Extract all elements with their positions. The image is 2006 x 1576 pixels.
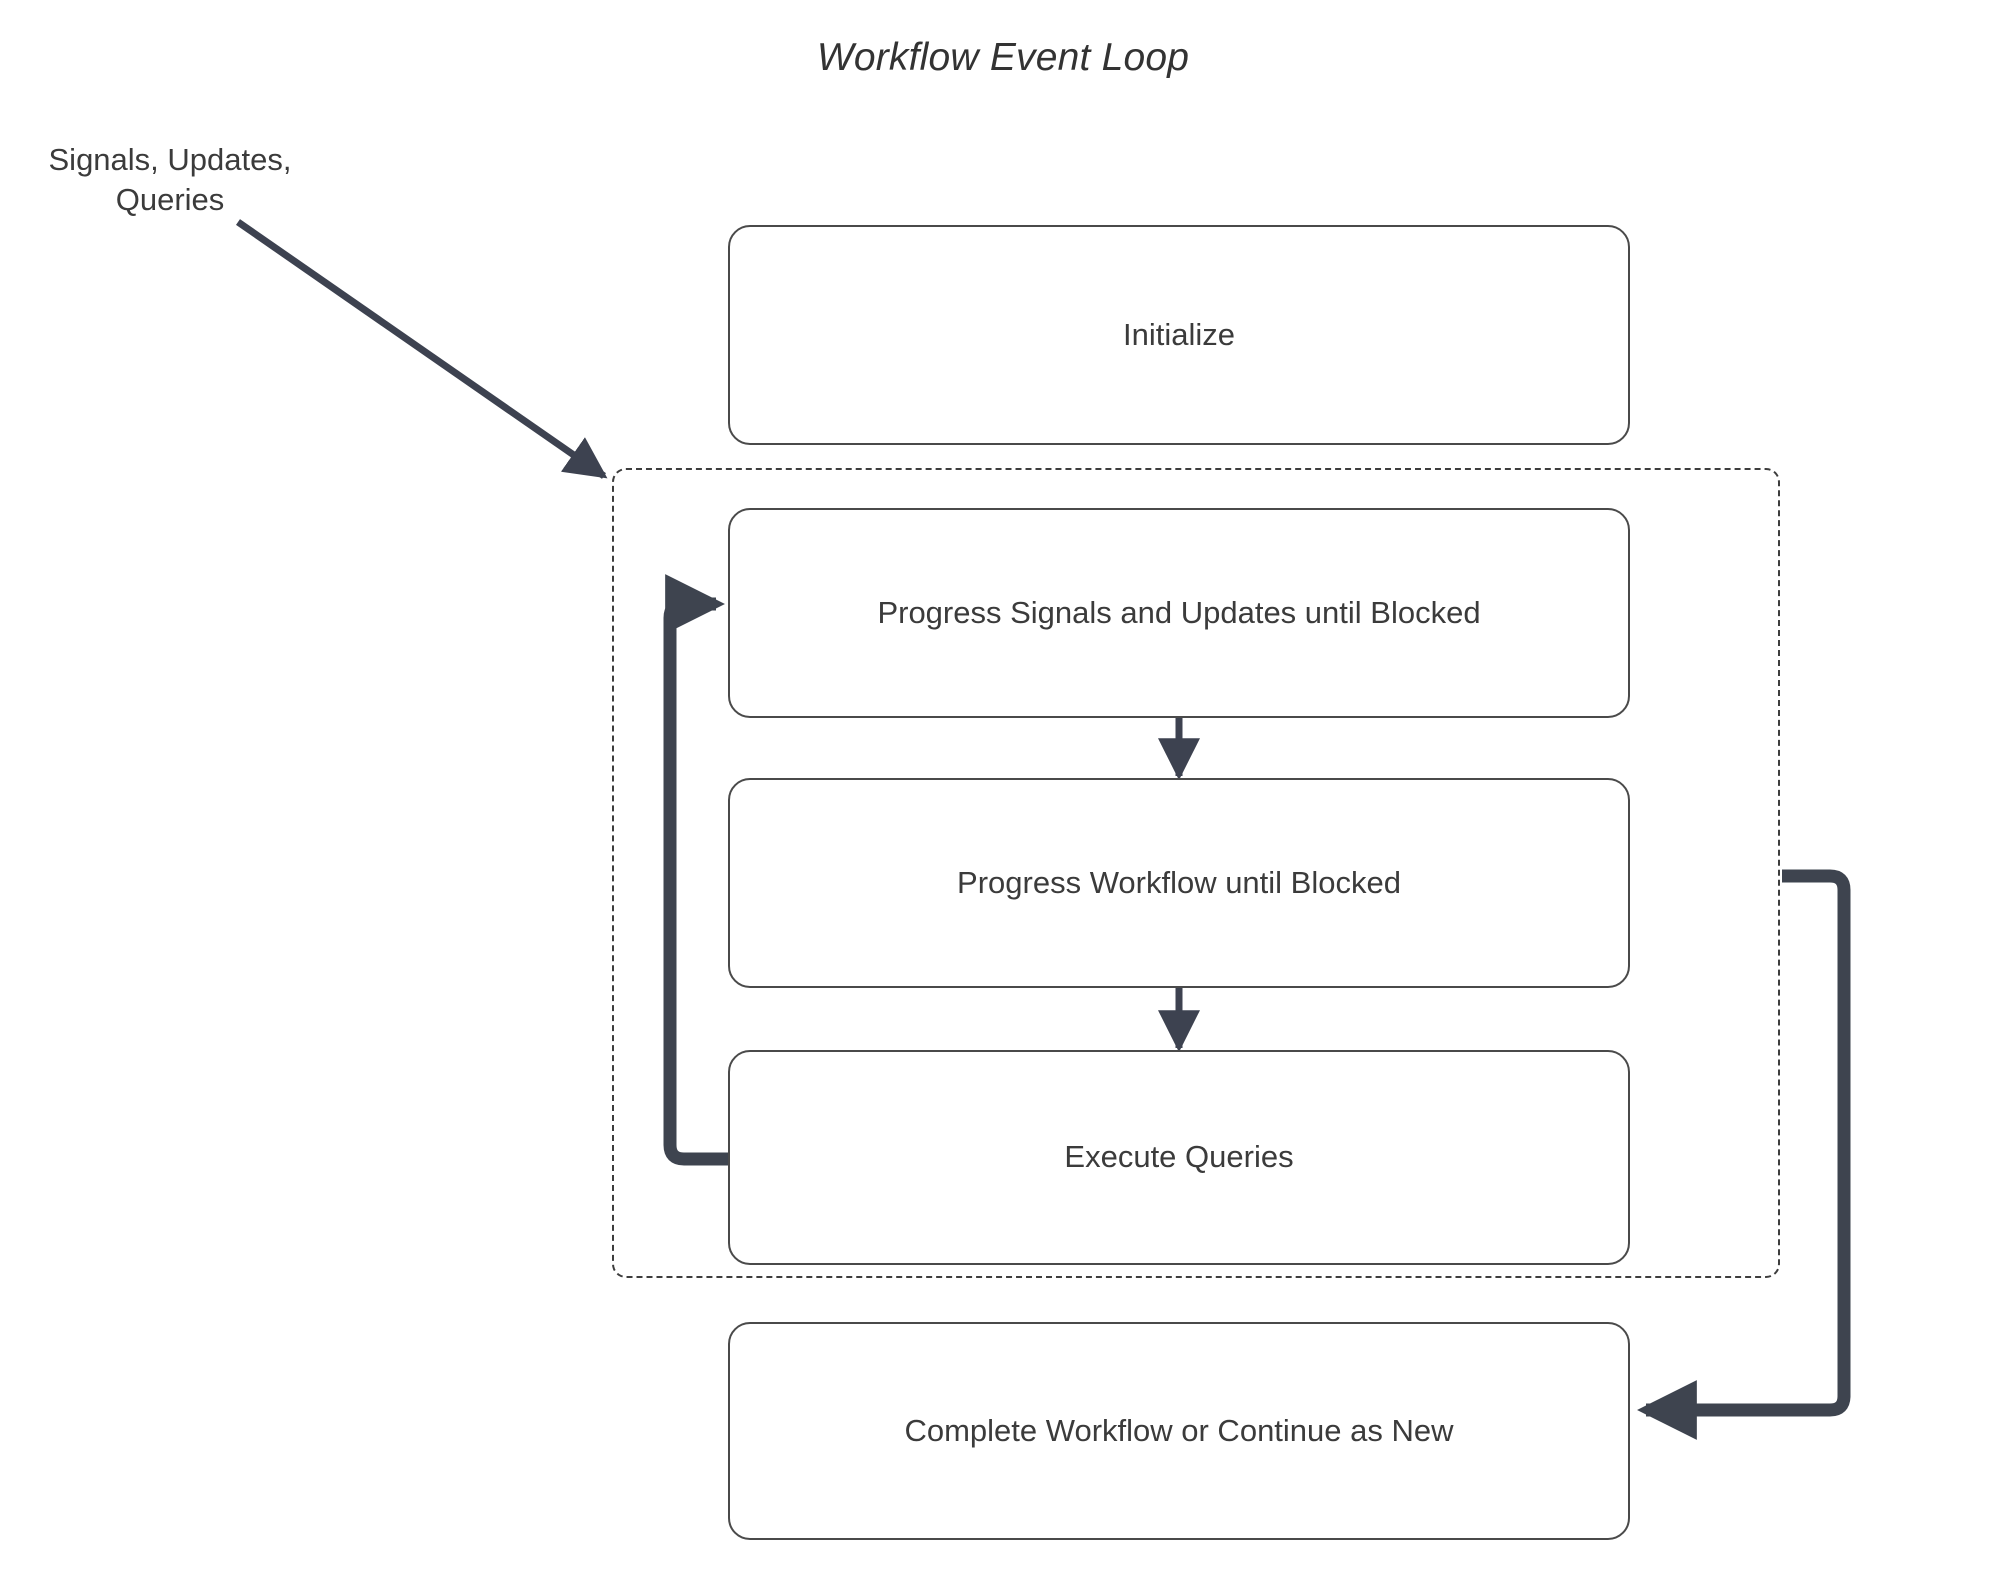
node-progress-signals[interactable]: Progress Signals and Updates until Block…: [728, 508, 1630, 718]
edge-input-to-loop: [236, 219, 608, 479]
node-execute-queries[interactable]: Execute Queries: [728, 1050, 1630, 1265]
node-initialize-label: Initialize: [1123, 316, 1235, 352]
external-input-label: Signals, Updates, Queries: [48, 142, 292, 217]
page-title: Workflow Event Loop: [816, 36, 1190, 79]
node-execute-queries-label: Execute Queries: [1064, 1139, 1294, 1175]
node-initialize[interactable]: Initialize: [728, 225, 1630, 445]
node-complete-workflow[interactable]: Complete Workflow or Continue as New: [728, 1322, 1630, 1540]
node-progress-workflow[interactable]: Progress Workflow until Blocked: [728, 778, 1630, 988]
node-complete-workflow-label: Complete Workflow or Continue as New: [904, 1412, 1454, 1448]
node-progress-signals-label: Progress Signals and Updates until Block…: [877, 594, 1481, 630]
node-progress-workflow-label: Progress Workflow until Blocked: [957, 864, 1401, 900]
